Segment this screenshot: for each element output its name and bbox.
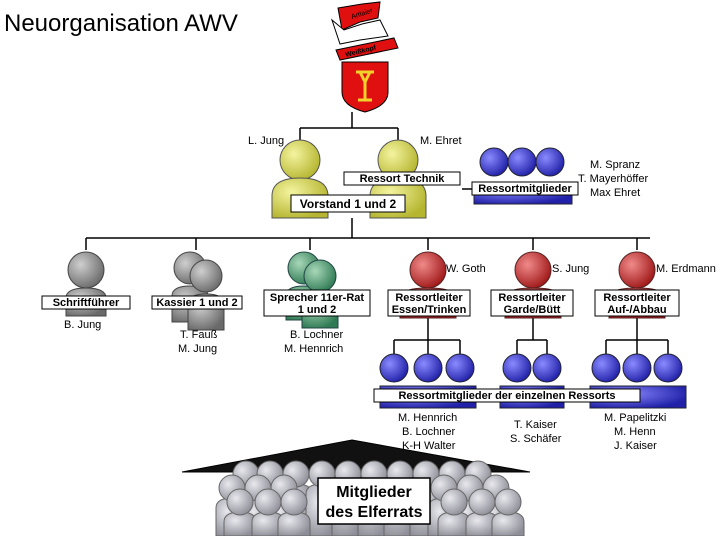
ressort-member-name: M. Hennrich (398, 412, 457, 424)
dept-sprecher-label-line1: Sprecher 11er-Rat (270, 292, 364, 304)
ressort-member-name: M. Henn (614, 426, 656, 438)
elferrat-label-line1: Mitglieder (336, 484, 412, 501)
dept-aufbau-label-line2: Auf-/Abbau (607, 304, 666, 316)
elferrat-member-head (440, 488, 468, 516)
elferrat-member-head (254, 488, 282, 516)
elferrat-member-figure (223, 511, 257, 536)
ressort-member-name: M. Papelitzki (604, 412, 666, 424)
dept-kassier-figure (171, 251, 225, 331)
dept-aufbau-label-line1: Ressortleiter (603, 292, 671, 304)
dept-aufbau-head: M. Erdmann (656, 263, 716, 275)
technik-member-figures (473, 147, 573, 205)
technik-member-name: Max Ehret (590, 187, 640, 199)
dept-schriftfuehrer-box (41, 295, 131, 310)
ressort-technik-box (343, 171, 461, 186)
dept-garde-head: S. Jung (552, 263, 589, 275)
ressort-member-name: B. Lochner (402, 426, 456, 438)
dept-schriftfuehrer-member: B. Jung (64, 319, 101, 331)
ressort-member-name: T. Kaiser (514, 419, 557, 431)
elferrat-member-head (494, 488, 522, 516)
dept-sprecher-member: B. Lochner (290, 329, 344, 341)
connector-lines (85, 112, 669, 354)
ressort-members-label: Ressortmitglieder der einzelnen Ressorts (398, 390, 615, 402)
elferrat-member-head (280, 488, 308, 516)
vorstand-label: Vorstand 1 und 2 (300, 197, 397, 211)
dept-kassier-member: M. Jung (178, 343, 217, 355)
dept-schriftfuehrer-label: Schriftführer (53, 297, 120, 309)
dept-sprecher-label-line2: 1 und 2 (298, 304, 337, 316)
dept-essen-box (387, 289, 471, 317)
dept-garde-box (490, 289, 574, 317)
technik-member-name: T. Mayerhöffer (578, 173, 648, 185)
elferrat-box (317, 477, 431, 525)
ressort-members-box (373, 388, 641, 403)
elferrat-member-figure (437, 511, 471, 536)
dept-kassier-member: T. Fauß (180, 329, 218, 341)
page-title: Neuorganisation AWV (4, 10, 238, 37)
club-emblem: Artlaier Weißkopf (330, 1, 399, 113)
elferrat-member-figure (491, 511, 525, 536)
technik-members-label: Ressortmitglieder (478, 183, 572, 195)
dept-essen-head: W. Goth (446, 263, 486, 275)
dept-essen-label-line2: Essen/Trinken (392, 304, 467, 316)
dept-kassier-box (151, 295, 243, 310)
dept-essen-label-line1: Ressortleiter (395, 292, 463, 304)
dept-garde-label-line2: Garde/Bütt (504, 304, 561, 316)
elferrat-member-head (468, 488, 496, 516)
elferrat-member-figure (277, 511, 311, 536)
ressort-technik-label: Ressort Technik (360, 173, 446, 185)
elferrat-member-head (226, 488, 254, 516)
dept-sprecher-member: M. Hennrich (284, 343, 343, 355)
ressort-member-figures (379, 353, 687, 409)
vorstand-box (290, 194, 406, 213)
technik-members-box (471, 181, 579, 196)
technik-member-name: M. Spranz (590, 159, 640, 171)
vorstand-right-name: M. Ehret (420, 135, 462, 147)
ressort-member-name: S. Schäfer (510, 433, 562, 445)
dept-kassier-label: Kassier 1 und 2 (156, 297, 237, 309)
dept-aufbau-box (594, 289, 680, 317)
dept-sprecher-box (263, 289, 371, 317)
vorstand-left-name: L. Jung (248, 135, 284, 147)
elferrat-label-line2: des Elferrats (326, 504, 423, 521)
ressort-member-name: K-H Walter (402, 440, 456, 452)
dept-garde-label-line1: Ressortleiter (498, 292, 566, 304)
ressort-member-name: J. Kaiser (614, 440, 657, 452)
